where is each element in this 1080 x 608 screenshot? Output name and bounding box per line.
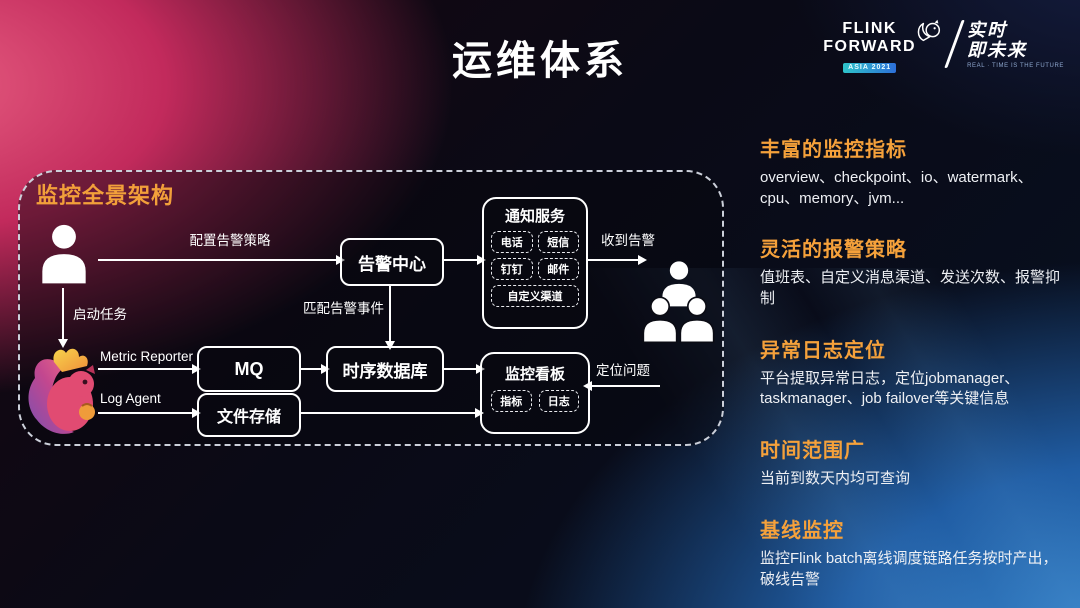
flink-squirrel-icon: [24, 344, 96, 443]
notify-channel-chip: 电话: [491, 231, 533, 253]
notify-channel-chip: 钉钉: [491, 258, 533, 280]
arrow-alertcenter-notify: [444, 255, 486, 265]
dashboard-tab-list: 指标 日志: [482, 384, 588, 420]
arrow-configure-alert: [98, 255, 345, 265]
arrow-locate-problem: [583, 381, 660, 391]
notify-channel-chip: 短信: [537, 231, 579, 253]
logo-slogan: 实时 即未来 REAL · TIME IS THE FUTURE: [967, 20, 1064, 70]
section-time-range: 时间范围广 当前到数天内均可查询: [760, 434, 1068, 490]
section-body: 值班表、自定义消息渠道、发送次数、报警抑制: [760, 269, 1061, 308]
dashboard-tab-chip: 日志: [538, 390, 579, 412]
section-heading: 灵活的报警策略: [760, 239, 907, 262]
logo-slogan-line1: 实时: [967, 20, 1008, 40]
metric-reporter-label: Metric Reporter: [100, 349, 194, 364]
arrow-match-event: [385, 284, 395, 350]
notify-channel-list: 电话 短信 钉钉 邮件 自定义渠道: [484, 226, 586, 314]
people-group: [640, 258, 718, 358]
file-storage-node: 文件存储: [197, 393, 301, 437]
flink-squirrel-outline-icon: [914, 16, 944, 51]
section-heading: 时间范围广: [760, 440, 865, 463]
person-icon: [677, 294, 717, 349]
notify-service-title: 通知服务: [504, 208, 565, 225]
receive-alert-label: 收到告警: [601, 233, 655, 248]
section-body: 监控Flink batch离线调度链路任务按时产出，破线告警: [760, 549, 1058, 588]
person-icon: [640, 294, 680, 349]
log-agent-label: Log Agent: [100, 391, 161, 406]
alert-center-node: 告警中心: [340, 238, 444, 286]
architecture-panel: 监控全景架构 配置告警策略 告警中心 通知服务 电话 短信 钉钉 邮件 自定义渠…: [18, 170, 724, 446]
arrow-metric-reporter: [98, 364, 201, 374]
logo-slogan-line2: 即未来: [967, 40, 1028, 61]
arrow-tsdb-dashboard: [444, 364, 485, 374]
notify-channel-chip: 邮件: [537, 258, 579, 280]
section-heading: 丰富的监控指标: [760, 139, 907, 161]
locate-problem-label: 定位问题: [596, 363, 650, 378]
section-heading: 基线监控: [760, 519, 844, 542]
arrow-mq-tsdb: [301, 364, 330, 374]
logo-divider: [944, 20, 965, 68]
dashboard-tab-chip: 指标: [491, 390, 532, 412]
arrow-receive-alert: [588, 255, 647, 265]
arrow-log-agent: [98, 408, 201, 418]
tsdb-node: 时序数据库: [326, 346, 444, 392]
section-body: 平台提取异常日志，定位jobmanager、taskmanager、job fa…: [760, 369, 1020, 408]
logo-slogan-caption: REAL · TIME IS THE FUTURE: [967, 63, 1064, 70]
dashboard-title: 监控看板: [504, 366, 565, 383]
notify-service-node: 通知服务 电话 短信 钉钉 邮件 自定义渠道: [482, 197, 588, 329]
arrow-start-task: [58, 288, 68, 348]
logo-badge: ASIA 2021: [843, 62, 897, 73]
flink-wordmark-line2: FORWARD: [823, 37, 917, 55]
section-body: 当前到数天内均可查询: [760, 470, 911, 488]
section-alert-strategy: 灵活的报警策略 值班表、自定义消息渠道、发送次数、报警抑制: [760, 233, 1068, 309]
page-title: 运维体系: [452, 39, 628, 83]
section-heading: 异常日志定位: [760, 339, 886, 362]
dashboard-node: 监控看板 指标 日志: [480, 352, 590, 434]
panel-title: 监控全景架构: [36, 183, 175, 208]
flink-wordmark-line1: FLINK: [842, 20, 897, 37]
section-log-locating: 异常日志定位 平台提取异常日志，定位jobmanager、taskmanager…: [760, 334, 1068, 410]
brand-logo: FLINK FORWARD ASIA 2021 实时 即未来 REAL · TI…: [823, 19, 1064, 74]
section-monitor-metrics: 丰富的监控指标 overview、checkpoint、io、watermark…: [760, 133, 1068, 209]
match-event-label: 匹配告警事件: [303, 301, 384, 316]
start-task-label: 启动任务: [73, 307, 127, 322]
section-body: overview、checkpoint、io、watermark、cpu、mem…: [760, 169, 1033, 207]
person-icon: [659, 258, 699, 313]
mq-node: MQ: [197, 346, 301, 392]
section-baseline-monitor: 基线监控 监控Flink batch离线调度链路任务按时产出，破线告警: [760, 514, 1068, 590]
configure-alert-label: 配置告警策略: [189, 233, 271, 248]
arrow-filestorage-dashboard: [301, 408, 484, 418]
notify-channel-chip: 自定义渠道: [491, 285, 579, 307]
flink-wordmark: FLINK FORWARD ASIA 2021: [823, 20, 916, 74]
user-icon: [38, 222, 90, 289]
feature-sections: 丰富的监控指标 overview、checkpoint、io、watermark…: [760, 133, 1068, 608]
